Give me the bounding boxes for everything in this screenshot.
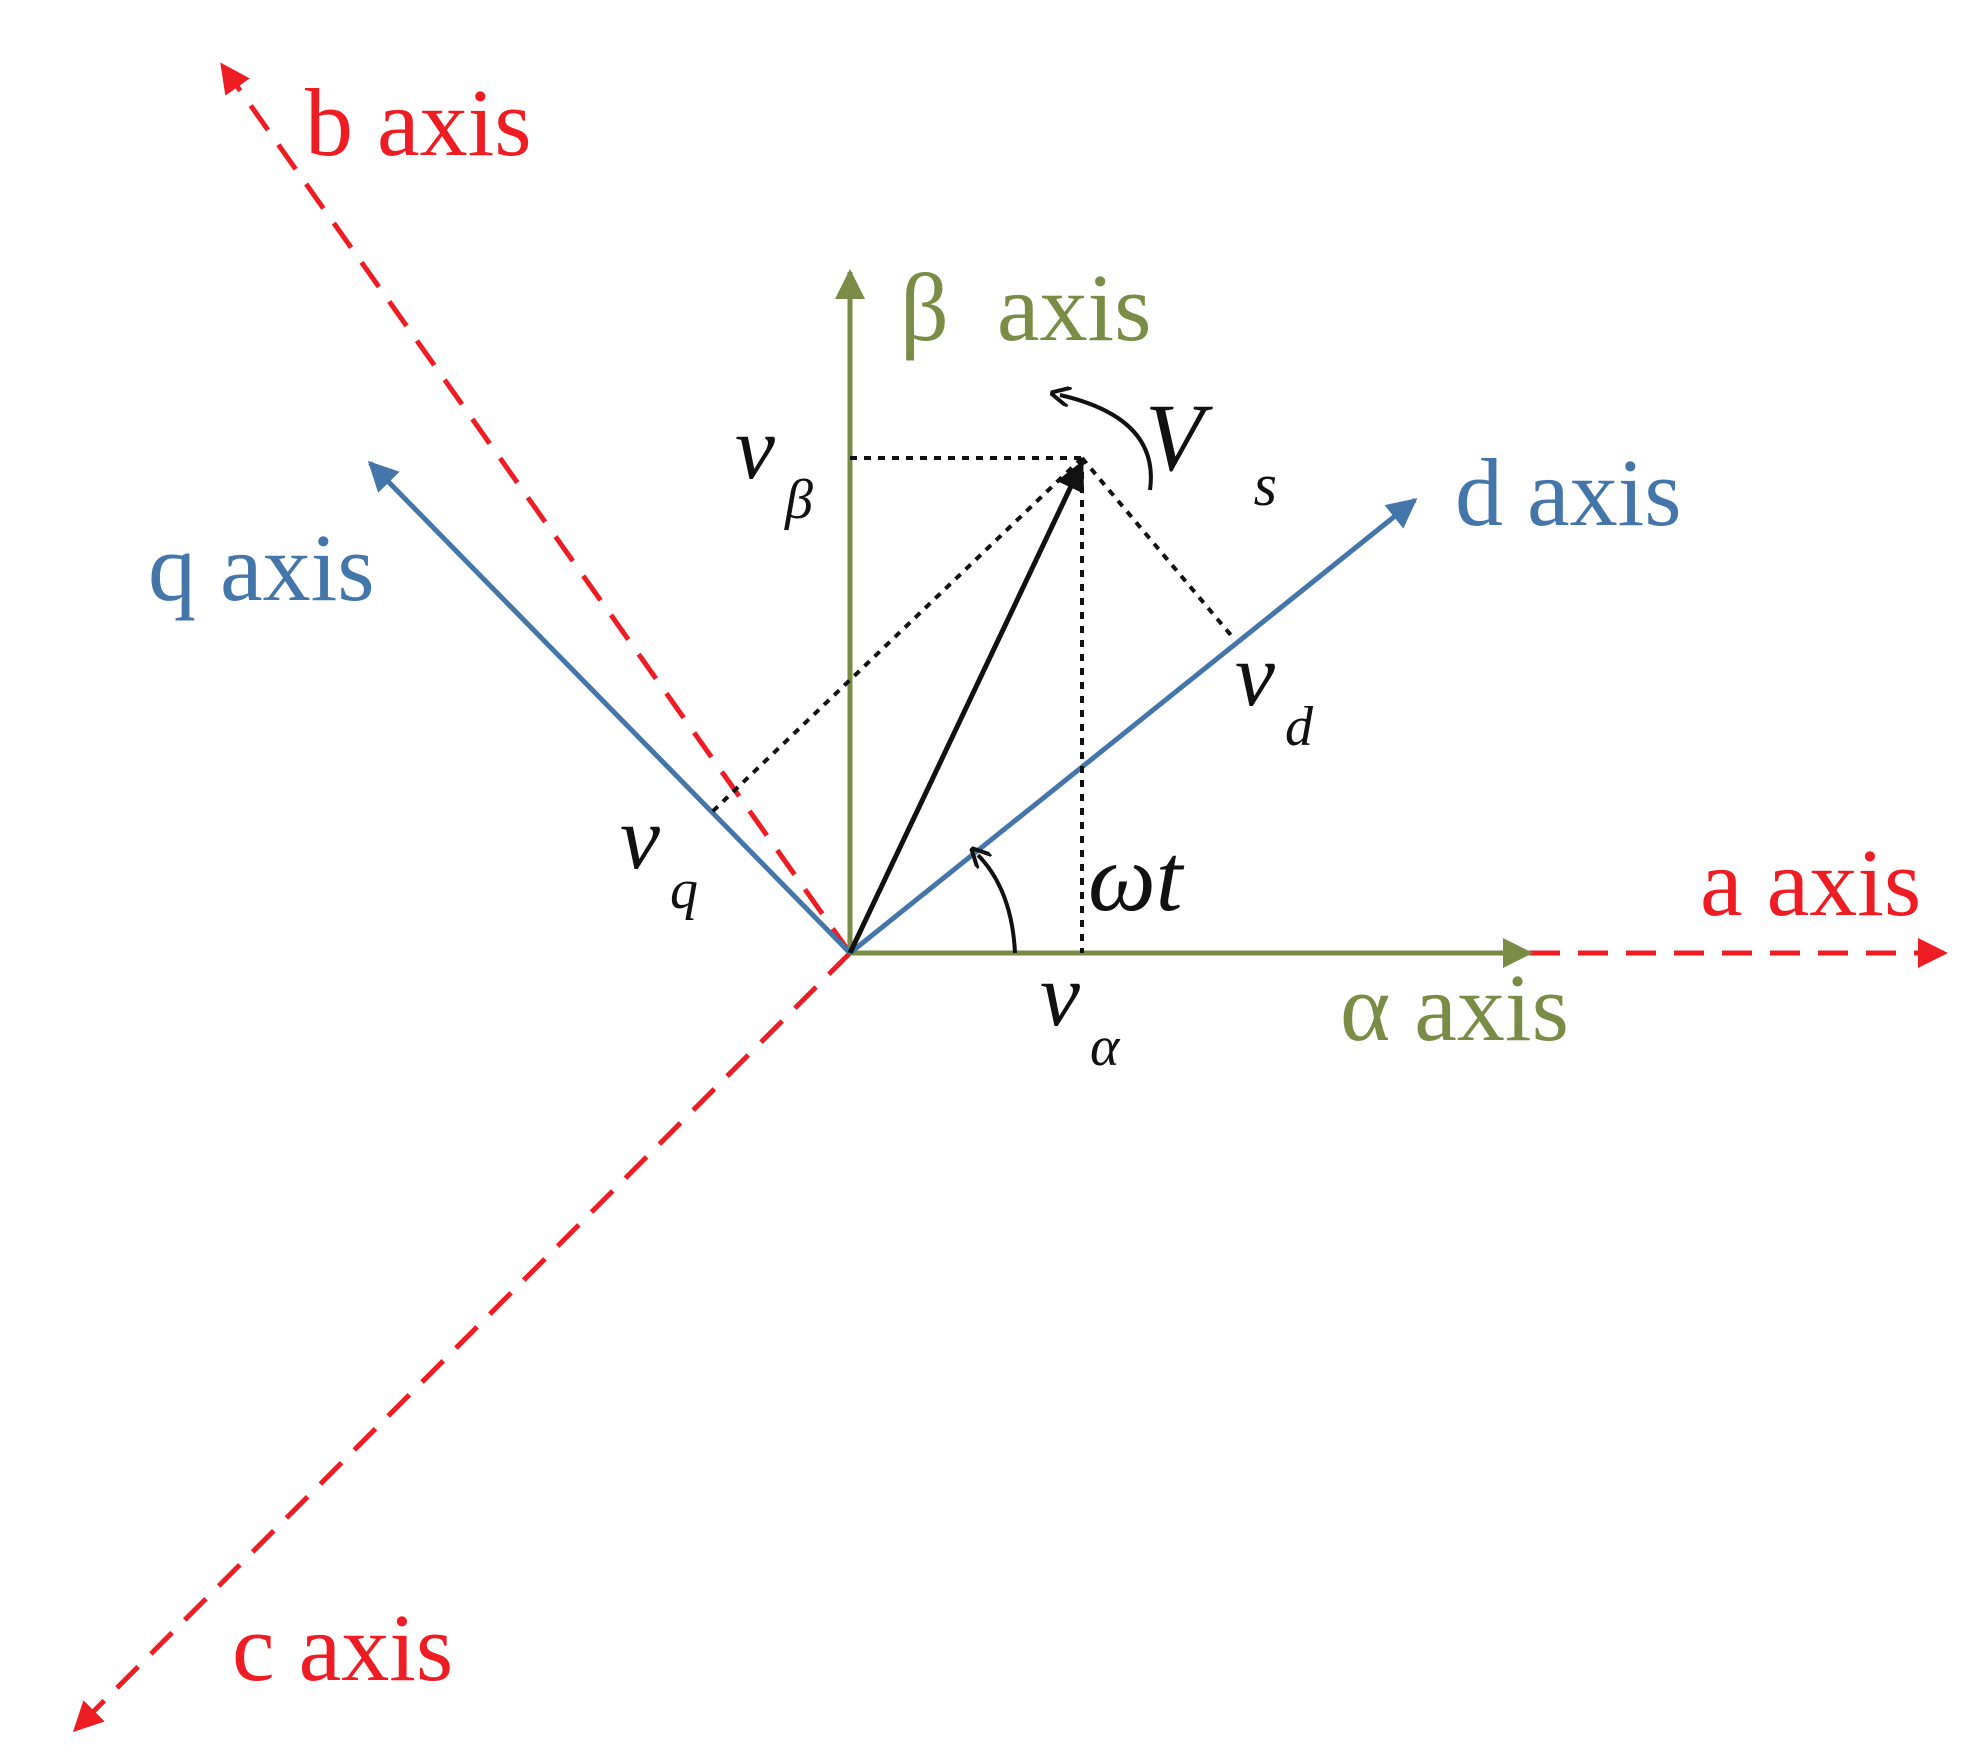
b-axis-line <box>219 62 853 955</box>
q-axis-label: q axis <box>148 514 375 621</box>
v-d-label: vd <box>1235 626 1314 758</box>
v-beta-label: vβ <box>735 399 813 531</box>
d-axis-label: d axis <box>1455 439 1682 546</box>
projection-q <box>710 456 1084 814</box>
c-axis-label: c axis <box>232 1594 453 1701</box>
q-axis-line <box>367 460 852 955</box>
rotation-arrow-icon <box>1060 395 1153 491</box>
alpha-axis-label: α axis <box>1340 954 1569 1061</box>
v-alpha-label: vα <box>1040 946 1121 1078</box>
beta-axis-label: β axis <box>900 254 1151 361</box>
a-axis-label: a axis <box>1700 829 1921 936</box>
b-axis-label: b axis <box>305 69 532 176</box>
projection-d <box>1080 456 1237 642</box>
d-axis-line <box>848 498 1418 955</box>
omega-t-label: ωt <box>1088 824 1185 931</box>
angle-arc-icon <box>978 855 1017 954</box>
v-q-label: vq <box>620 789 698 921</box>
vs-vector <box>847 460 1085 955</box>
c-axis-line <box>72 951 852 1733</box>
